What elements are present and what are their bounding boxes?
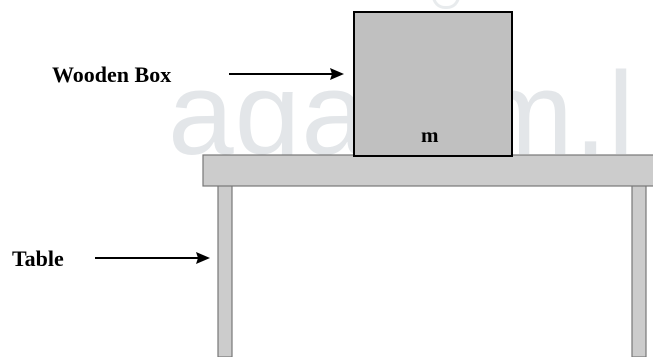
- table-arrow-head: [196, 252, 210, 264]
- table-label: Table: [12, 246, 64, 271]
- wooden-box-label: Wooden Box: [52, 62, 172, 87]
- table-leg-right: [631, 184, 647, 357]
- wooden-box: [353, 11, 513, 157]
- table-top: [202, 154, 653, 187]
- mass-label: m: [421, 123, 439, 147]
- table-leg-left: [217, 184, 233, 357]
- box-arrow-head: [330, 68, 344, 80]
